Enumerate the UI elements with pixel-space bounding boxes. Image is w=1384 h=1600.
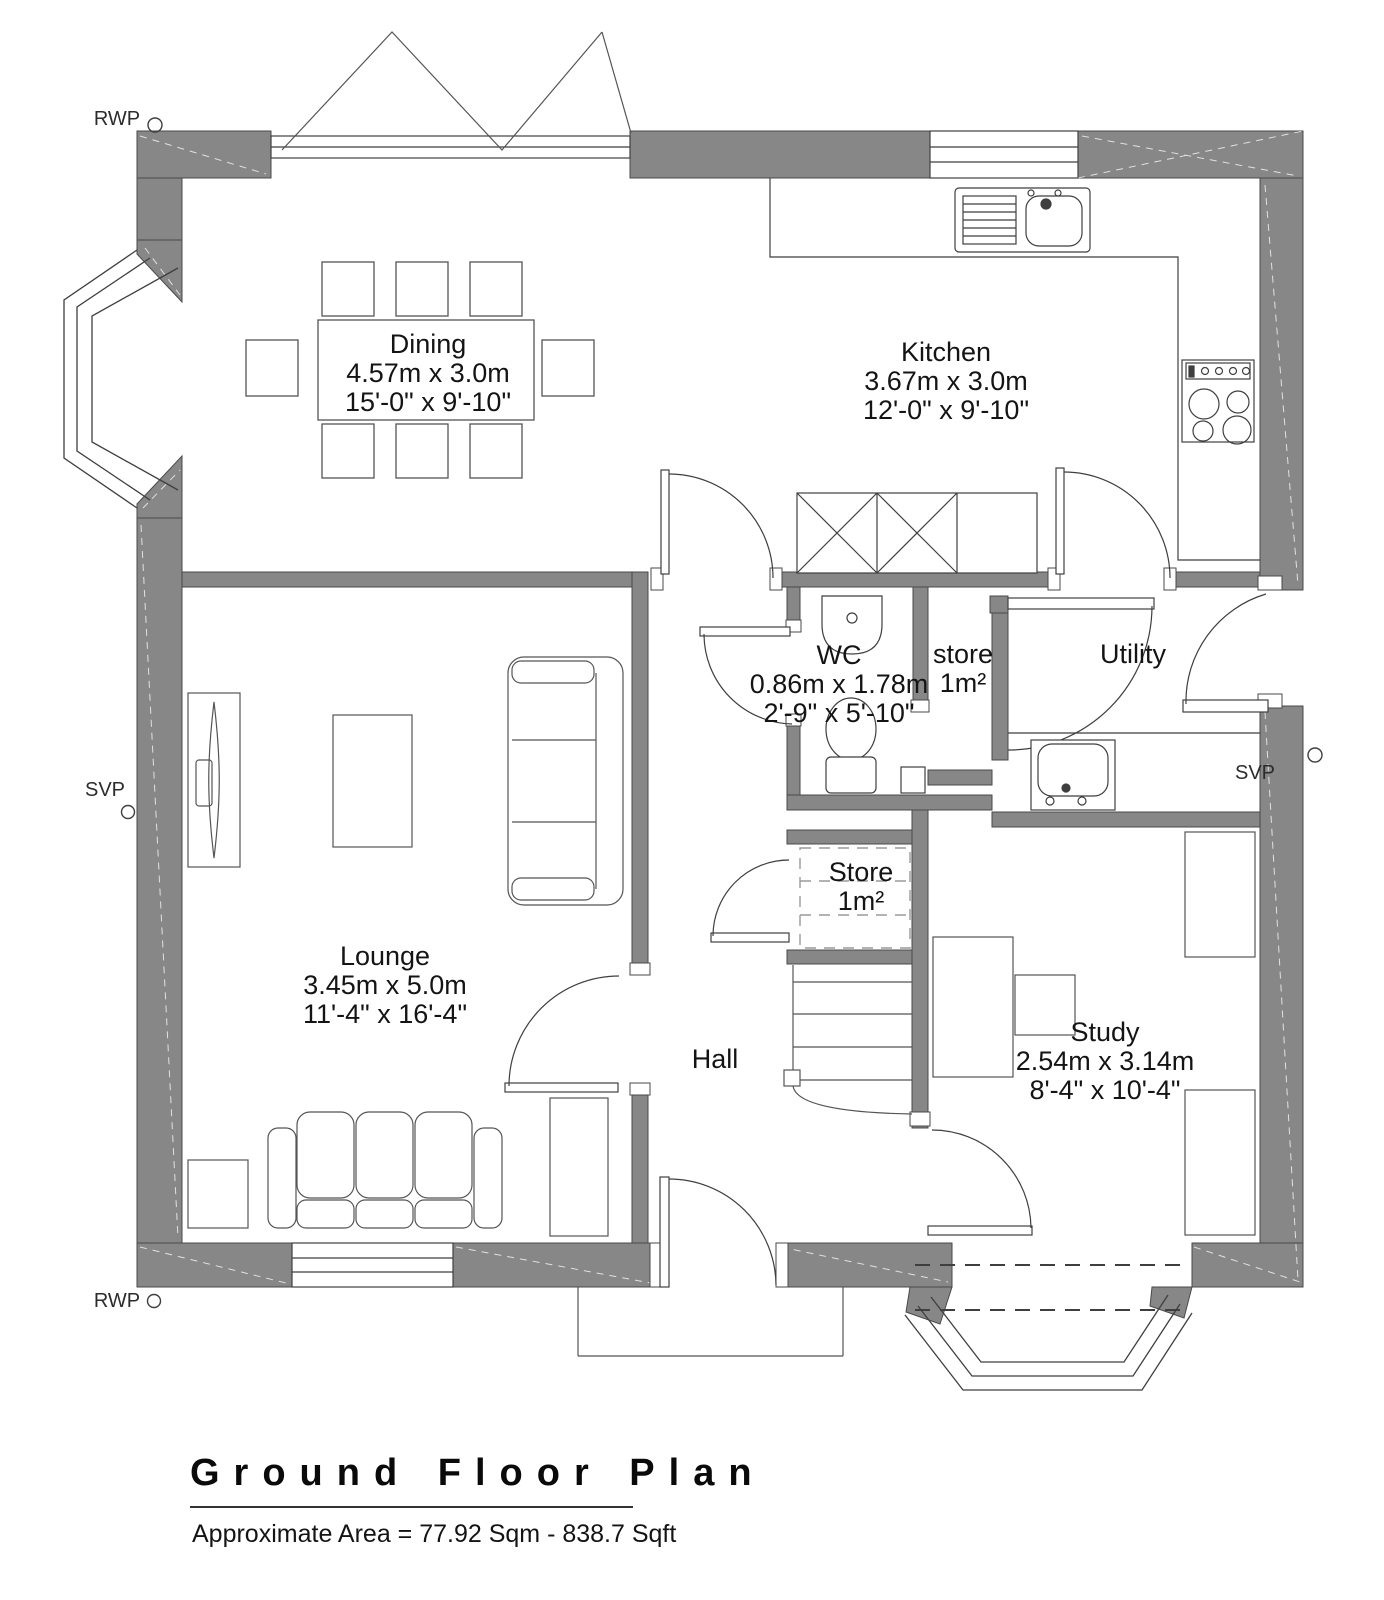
bay-window-dining (63, 249, 179, 509)
side-table (187, 1159, 249, 1229)
wc-toilet (825, 697, 926, 794)
bay-window-study (904, 1264, 1193, 1391)
room-dim-metric: 3.67m x 3.0m (864, 366, 1028, 396)
room-name: Store (828, 857, 894, 887)
bookcase-top (1184, 831, 1256, 958)
page-title: Ground Floor Plan (190, 1452, 766, 1494)
lounge-cabinet (549, 1097, 609, 1237)
room-name: Dining (389, 329, 467, 359)
dining-table-and-chairs (245, 261, 595, 479)
exterior-walls (136, 130, 1304, 1325)
tv-unit (187, 692, 241, 868)
room-name: WC (816, 640, 862, 670)
lounge-door (504, 975, 620, 1093)
room-dim-imperial: 11'-4" x 16'-4" (302, 999, 468, 1029)
rwp-top-label: RWP (93, 108, 141, 130)
stairs (783, 965, 913, 1115)
wc-basin (821, 595, 883, 655)
room-name: Study (1070, 1017, 1140, 1047)
hob (1181, 359, 1255, 445)
cupboards (796, 492, 1038, 574)
room-name: Kitchen (900, 337, 992, 367)
room-label-study: Study 2.54m x 3.14m 8'-4" x 10'-4" (1016, 1018, 1195, 1105)
room-name: Hall (691, 1044, 739, 1074)
approximate-area-note: Approximate Area = 77.92 Sqm - 838.7 Sqf… (192, 1520, 677, 1548)
room-label-kitchen: Kitchen 3.67m x 3.0m 12'-0" x 9'-10" (863, 338, 1029, 425)
interior-walls (181, 571, 1261, 1244)
room-label-wc: WC 0.86m x 1.78m 2'-9" x 5'-10" (750, 641, 929, 728)
svp-right-label: SVP (1234, 762, 1276, 784)
room-label-utility: Utility (1100, 640, 1166, 669)
washing-machine (1030, 739, 1116, 811)
back-door (1182, 593, 1269, 713)
bookcase-bottom (1184, 1089, 1256, 1236)
room-label-hall: Hall (692, 1045, 739, 1074)
utility-door (1007, 597, 1155, 751)
title-underline (190, 1506, 633, 1508)
rwp-top-circle (147, 117, 163, 133)
coffee-table (332, 714, 413, 848)
room-area: 1m² (837, 886, 885, 916)
svp-left-circle (120, 804, 136, 820)
room-dim-metric: 2.54m x 3.14m (1015, 1046, 1195, 1076)
room-name: Utility (1100, 639, 1166, 669)
rwp-bottom-label: RWP (93, 1290, 141, 1312)
kitchen-door (1055, 467, 1171, 579)
room-dim-imperial: 12'-0" x 9'-10" (862, 395, 1030, 425)
desk-chair (1014, 974, 1076, 1036)
front-door (659, 1176, 777, 1288)
room-label-store-under-stairs: Store 1m² (829, 858, 894, 916)
svp-right-circle (1307, 747, 1323, 763)
kitchen-worktop (769, 178, 1260, 561)
wall-hatching (139, 130, 1304, 1285)
store-door (710, 859, 790, 943)
porch-outline (577, 1287, 844, 1357)
pipe-markers (120, 117, 1323, 1309)
room-dim-metric: 0.86m x 1.78m (749, 669, 929, 699)
room-label-lounge: Lounge 3.45m x 5.0m 11'-4" x 16'-4" (303, 942, 467, 1029)
room-name: Lounge (339, 941, 431, 971)
svp-left-label: SVP (84, 779, 126, 801)
study-door (927, 1129, 1033, 1236)
windows (270, 130, 1079, 1288)
kitchen-sink (954, 187, 1091, 253)
roof-gable-lines (281, 31, 632, 151)
understairs-store (799, 847, 911, 949)
room-dim-imperial: 8'-4" x 10'-4" (1029, 1075, 1181, 1105)
doors (504, 467, 1269, 1288)
desk (932, 936, 1014, 1078)
room-dim-metric: 4.57m x 3.0m (346, 358, 510, 388)
wc-door (699, 626, 793, 725)
room-area: 1m² (939, 668, 987, 698)
rwp-bottom-circle (146, 1293, 162, 1309)
room-dim-imperial: 2'-9" x 5'-10" (763, 698, 915, 728)
room-label-store-small: store 1m² (933, 640, 993, 698)
room-dim-imperial: 15'-0" x 9'-10" (344, 387, 512, 417)
dining-door (660, 469, 774, 579)
room-label-dining: Dining 4.57m x 3.0m 15'-0" x 9'-10" (345, 330, 511, 417)
room-name: store (932, 639, 994, 669)
sofa-two-seat (507, 656, 624, 906)
sofa-three-seat (267, 1111, 503, 1229)
room-dim-metric: 3.45m x 5.0m (303, 970, 467, 1000)
